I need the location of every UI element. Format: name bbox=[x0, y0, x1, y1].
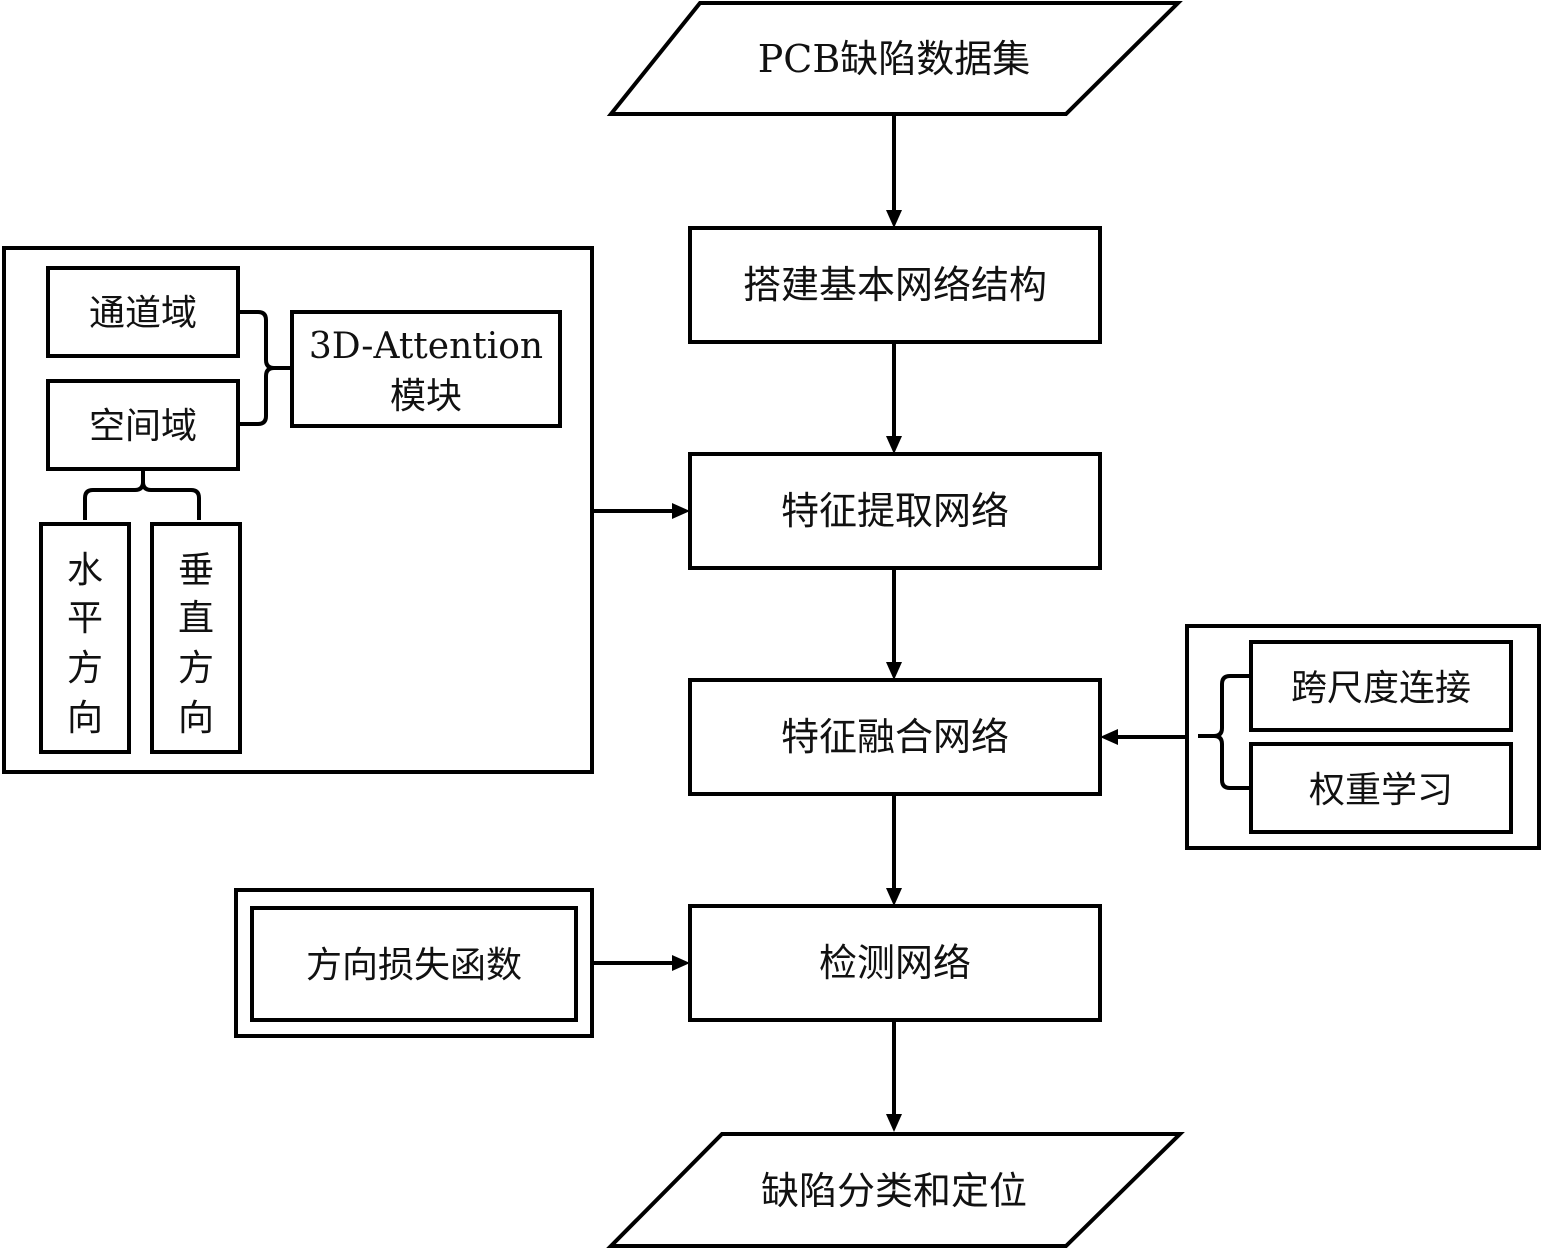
arrowhead-icon bbox=[886, 210, 902, 228]
arrowhead-icon bbox=[672, 955, 690, 971]
module-label-line2: 模块 bbox=[390, 376, 462, 417]
arrowhead-icon bbox=[1100, 729, 1118, 745]
arrowhead-icon bbox=[886, 662, 902, 680]
input-label: PCB缺陷数据集 bbox=[758, 37, 1031, 81]
module-label-line1: 3D-Attention bbox=[309, 326, 543, 367]
horizontal-char: 平 bbox=[67, 598, 103, 639]
step3-label: 特征融合网络 bbox=[781, 715, 1009, 759]
arrowhead-icon bbox=[886, 436, 902, 454]
output-node: 缺陷分类和定位 bbox=[611, 1134, 1180, 1246]
vertical-char: 向 bbox=[178, 698, 214, 739]
build-network-node: 搭建基本网络结构 bbox=[690, 228, 1100, 342]
spatial-domain-label: 空间域 bbox=[89, 406, 197, 447]
loss-group: 方向损失函数 bbox=[236, 890, 592, 1036]
arrowhead-icon bbox=[886, 1114, 902, 1132]
input-dataset-node: PCB缺陷数据集 bbox=[611, 3, 1178, 114]
fusion-group: 跨尺度连接 权重学习 bbox=[1187, 626, 1539, 848]
step2-label: 特征提取网络 bbox=[781, 489, 1009, 533]
vertical-char: 垂 bbox=[178, 550, 214, 591]
arrowhead-icon bbox=[672, 503, 690, 519]
vertical-char: 直 bbox=[178, 598, 214, 639]
output-label: 缺陷分类和定位 bbox=[761, 1169, 1027, 1213]
horizontal-char: 水 bbox=[67, 550, 103, 591]
cross-scale-label: 跨尺度连接 bbox=[1291, 668, 1471, 709]
detection-network-node: 检测网络 bbox=[690, 906, 1100, 1020]
attention-group: 通道域 空间域 3D-Attention 模块 水 平 方 向 垂 直 方 向 bbox=[4, 248, 592, 772]
horizontal-char: 向 bbox=[67, 698, 103, 739]
feature-extraction-node: 特征提取网络 bbox=[690, 454, 1100, 568]
step4-label: 检测网络 bbox=[819, 941, 971, 985]
weight-learning-label: 权重学习 bbox=[1309, 770, 1453, 811]
vertical-char: 方 bbox=[178, 648, 214, 689]
direction-loss-label: 方向损失函数 bbox=[306, 945, 522, 986]
arrowhead-icon bbox=[886, 888, 902, 906]
channel-domain-label: 通道域 bbox=[89, 293, 197, 334]
feature-fusion-node: 特征融合网络 bbox=[690, 680, 1100, 794]
step1-label: 搭建基本网络结构 bbox=[743, 263, 1047, 307]
horizontal-char: 方 bbox=[67, 648, 103, 689]
